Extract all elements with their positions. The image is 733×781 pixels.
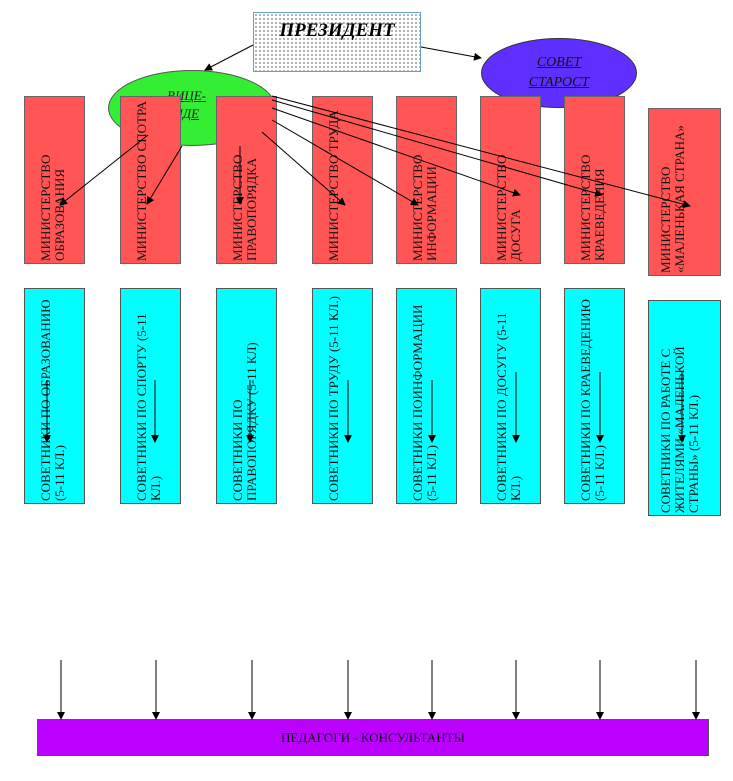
council-education-box: СОВЕТНИКИ ПО ОБРАЗОВАНИЮ (5-11 КЛ.) — [24, 288, 85, 504]
council-order-box: СОВЕТНИКИ ПО ПРАВОПОРЯДКУ (5-11 КЛ) — [216, 288, 277, 504]
arrow-vice-to-information — [271, 119, 419, 206]
president-box: ПРЕЗИДЕНТ — [253, 12, 421, 72]
council-little-country-box: СОВЕТНИКИ ПО РАБОТЕ С ЖИТЕЛЯМИ «МАЛЕНЬКО… — [648, 300, 721, 516]
council-information-box: СОВЕТНИКИ ПОИНФОРМАЦИИ (5-11 КЛ.) — [396, 288, 457, 504]
council-label-line2: СТАРОСТ — [528, 75, 590, 90]
council-sport-box: СОВЕТНИКИ ПО СПОРТУ (5-11 КЛ.) — [120, 288, 181, 504]
ministry-order-box: МИНИСТЕРСТВО ПРАВОПОРЯДКА — [216, 96, 277, 264]
arrow-president-to-vice — [204, 44, 254, 71]
ministry-labor-box: МИНИСТЕРСТВО ТРУДА — [312, 96, 373, 264]
ministry-local-history-box: МИНИСТЕРСТВО КРАЕВЕДЕНИЯ — [564, 96, 625, 264]
council-labor-box: СОВЕТНИКИ ПО ТРУДУ (5-11 КЛ.) — [312, 288, 373, 504]
ministry-sport-box: МИНИСТЕРСТВО СПОТРА — [120, 96, 181, 264]
teachers-consultants-label: ПЕДАГОГИ - КОНСУЛЬТАНТЫ — [281, 729, 465, 745]
arrow-vice-to-little-country — [271, 95, 691, 209]
arrow-vice-to-sport — [146, 145, 183, 205]
council-label-line1: СОВЕТ — [536, 55, 582, 70]
ministry-leisure-box: МИНИСТЕРСТВО ДОСУГА — [480, 96, 541, 264]
ministry-education-box: МИНИСТЕРСТВО ОБРАЗОВАНИЯ — [24, 96, 85, 264]
president-label: ПРЕЗИДЕНТ — [279, 20, 395, 41]
ministry-information-box: МИНИСТЕРСТВО ИНФОРМАЦИИ — [396, 96, 457, 264]
council-local-history-box: СОВЕТНИКИ ПО КРАЕВЕДЕНИЮ (5-11 КЛ.) — [564, 288, 625, 504]
arrow-vice-to-local-history — [271, 99, 603, 197]
arrow-vice-to-leisure — [271, 107, 521, 197]
arrow-president-to-council — [420, 46, 482, 61]
arrow-vice-to-education — [59, 134, 149, 206]
teachers-consultants-bar: ПЕДАГОГИ - КОНСУЛЬТАНТЫ — [37, 719, 709, 756]
arrow-vice-to-labor — [261, 131, 346, 206]
council-leisure-box: СОВЕТНИКИ ПО ДОСУГУ (5-11 КЛ.) — [480, 288, 541, 504]
ministry-little-country-box: МИНИСТЕРСТВО «МАЛЕНЬКАЯ СТРАНА» — [648, 108, 721, 276]
